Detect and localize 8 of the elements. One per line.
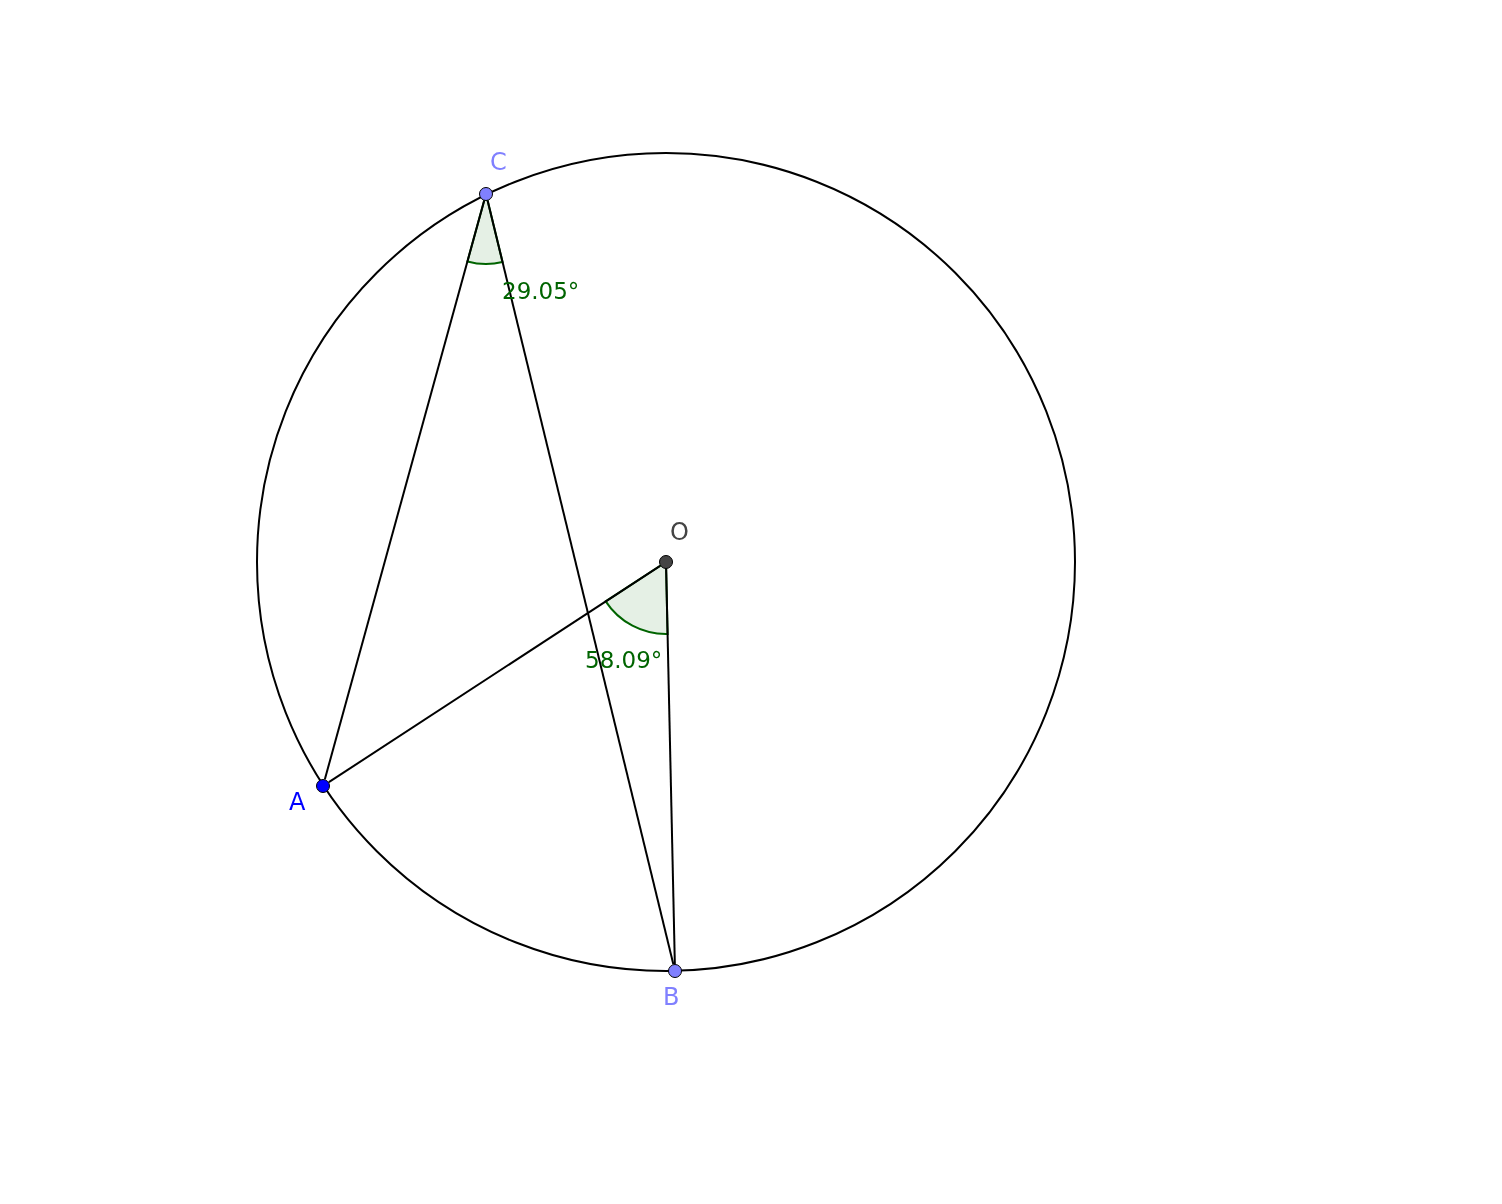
line-segment [323,199,486,781]
point-label: O [670,520,689,544]
point-label: A [289,790,306,814]
point-label: B [663,985,680,1009]
point-label: C [490,150,507,174]
line-segment [327,564,662,784]
line-segment [665,568,676,965]
line-segment [486,199,675,966]
